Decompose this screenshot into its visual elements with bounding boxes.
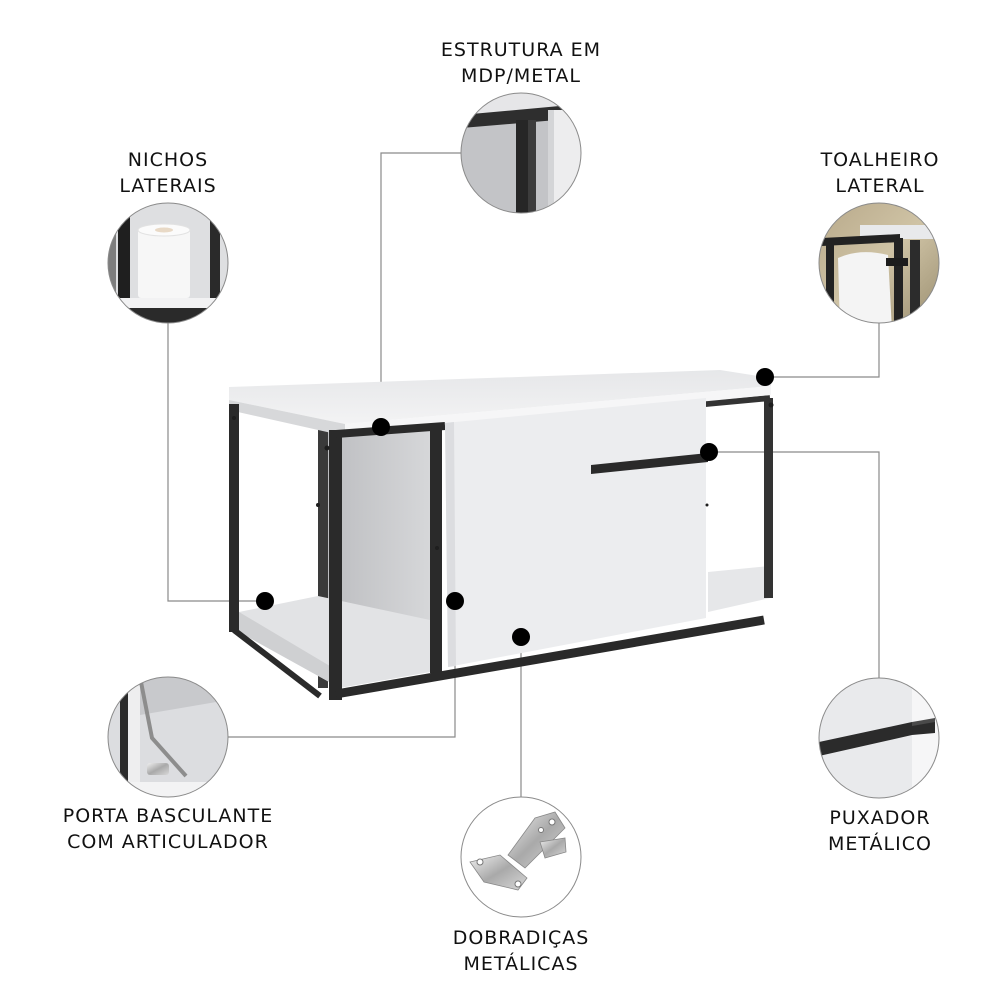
leader-toalheiro bbox=[765, 323, 880, 378]
cabinet-illustration bbox=[229, 370, 774, 700]
detail-toalheiro bbox=[819, 203, 939, 323]
marker-dots bbox=[256, 368, 774, 646]
detail-ring-nichos bbox=[107, 202, 229, 324]
leader-nichos bbox=[167, 323, 265, 602]
dot-nichos bbox=[256, 592, 274, 610]
leader-estrutura bbox=[380, 152, 461, 427]
detail-puxador bbox=[819, 678, 939, 798]
label-estrutura: ESTRUTURA EM MDP/METAL bbox=[440, 39, 602, 87]
dot-estrutura bbox=[372, 418, 390, 436]
leader-puxador bbox=[709, 451, 880, 678]
detail-ring-porta bbox=[107, 676, 229, 798]
detail-dobradicas bbox=[461, 797, 581, 917]
label-toalheiro: TOALHEIRO LATERAL bbox=[820, 149, 940, 197]
dot-dobradicas bbox=[512, 628, 530, 646]
label-porta: PORTA BASCULANTE COM ARTICULADOR bbox=[62, 805, 274, 853]
dot-puxador bbox=[700, 443, 718, 461]
detail-ring-estrutura bbox=[460, 92, 582, 214]
detail-nichos bbox=[108, 203, 228, 323]
detail-ring-puxador bbox=[818, 677, 940, 799]
dot-toalheiro bbox=[756, 368, 774, 386]
label-nichos: NICHOS LATERAIS bbox=[119, 149, 217, 197]
label-puxador: PUXADOR METÁLICO bbox=[828, 807, 932, 855]
detail-ring-toalheiro bbox=[818, 202, 940, 324]
label-dobradicas: DOBRADIÇAS METÁLICAS bbox=[452, 927, 590, 975]
detail-porta bbox=[108, 677, 228, 797]
detail-ring-dobradicas bbox=[460, 796, 582, 918]
dot-porta bbox=[446, 592, 464, 610]
